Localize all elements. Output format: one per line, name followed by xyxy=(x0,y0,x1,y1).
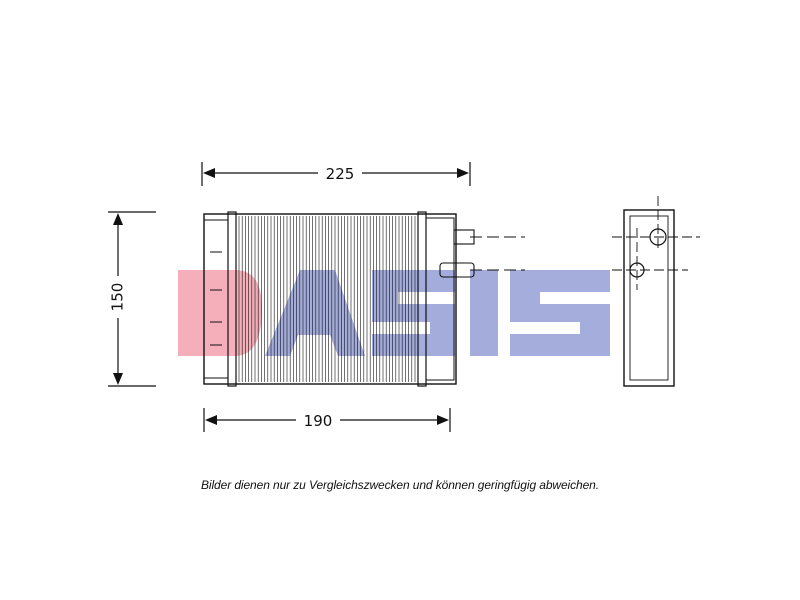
heater-core-front-view xyxy=(203,211,475,387)
left-end-plate xyxy=(227,211,237,387)
dimension-225 xyxy=(201,162,471,186)
side-view-centerlines xyxy=(612,196,700,290)
pipe-centerlines xyxy=(470,236,525,271)
dimension-190 xyxy=(203,408,451,432)
dimension-150 xyxy=(108,211,156,387)
right-tank xyxy=(425,217,455,381)
watermark-letter-i xyxy=(470,270,498,356)
dimension-label-190: 190 xyxy=(304,412,333,430)
side-view-outline xyxy=(623,209,675,387)
heater-core-side-view xyxy=(623,209,675,387)
dimension-label-225: 225 xyxy=(326,165,355,183)
watermark-letter-s1 xyxy=(372,270,455,356)
watermark-letter-a xyxy=(265,270,365,356)
dimension-label-150: 150 xyxy=(109,283,127,312)
watermark-letter-s2 xyxy=(510,270,610,356)
watermark-logo xyxy=(178,270,610,356)
right-end-plate xyxy=(417,211,427,387)
disclaimer-caption: Bilder dienen nur zu Vergleichszwecken u… xyxy=(201,478,599,492)
watermark-letter-d xyxy=(178,270,262,356)
core-fins xyxy=(238,216,416,382)
side-view-inner xyxy=(629,215,669,381)
